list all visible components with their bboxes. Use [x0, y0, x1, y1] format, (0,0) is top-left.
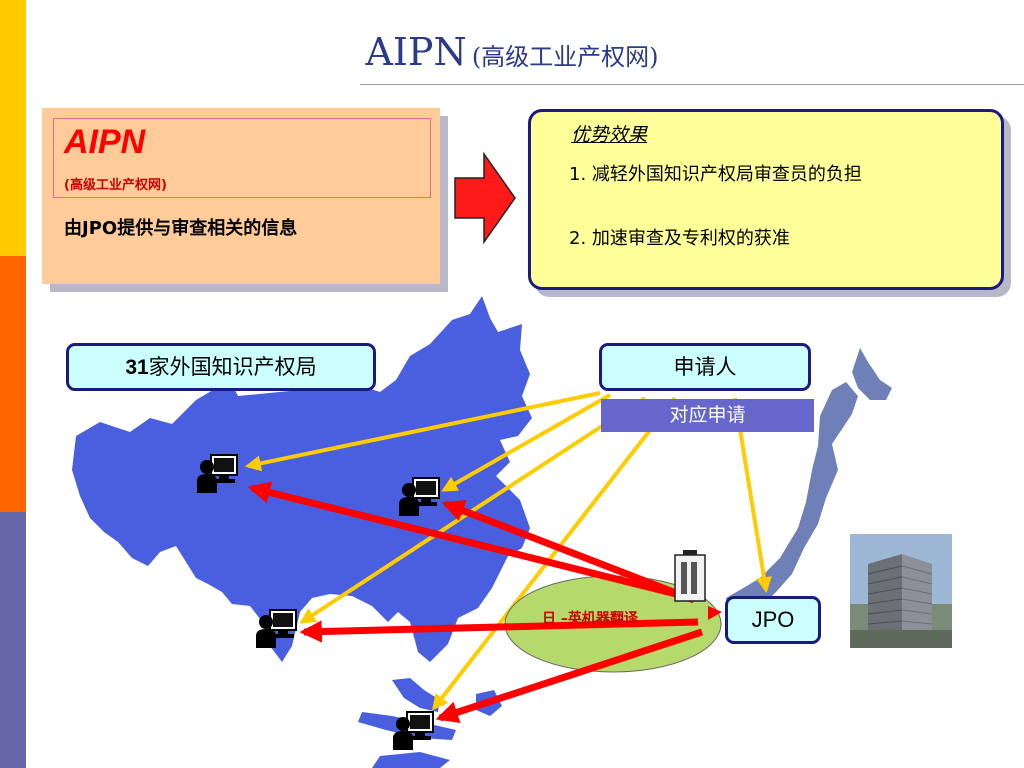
benefits-title: 优势效果 [571, 124, 648, 146]
sidebar-stripe-orange [0, 256, 26, 512]
offices-count: 31 [125, 356, 149, 379]
jpo-label: JPO [725, 596, 821, 644]
jpo-building-photo [850, 534, 952, 648]
title-sub: (高级工业产权网) [471, 43, 659, 71]
japan-map [726, 348, 892, 616]
sidebar-stripe-purple [0, 512, 26, 768]
yellow-arrow-2 [441, 393, 611, 492]
title-main: AIPN [365, 30, 467, 74]
corresponding-application-label: 对应申请 [601, 399, 814, 432]
foreign-offices-label: 31家外国知识产权局 [66, 343, 376, 391]
aipn-full-name: (高级工业产权网) [64, 178, 167, 193]
benefit-number: 2. [569, 228, 587, 249]
red-arrow-3 [299, 618, 699, 643]
red-arrow-4 [435, 628, 704, 724]
yellow-arrow-3 [299, 396, 647, 624]
benefit-item: 1. 减轻外国知识产权局审查员的负担 [569, 160, 862, 186]
title-divider [360, 84, 1024, 85]
benefit-number: 1. [569, 164, 587, 185]
indonesia-islands [358, 678, 502, 768]
asia-map [72, 296, 532, 662]
yellow-arrow-4 [432, 396, 677, 711]
machine-translation-label: 日 –英机器翻译 [542, 611, 638, 627]
arrow-right-icon [454, 151, 516, 245]
benefit-item: 2. 加速审查及专利权的获准 [569, 224, 790, 250]
server-link-arrow [708, 606, 722, 620]
slide-title: AIPN (高级工业产权网) [0, 30, 1024, 74]
aipn-name: AIPN [64, 123, 146, 161]
red-arrow-2 [441, 500, 696, 604]
offices-text: 家外国知识产权局 [148, 355, 317, 379]
benefit-text: 减轻外国知识产权局审查员的负担 [586, 164, 862, 185]
jpo-server-icon [674, 550, 706, 602]
benefits-box: 优势效果 1. 减轻外国知识产权局审查员的负担 2. 加速审查及专利权的获准 [528, 109, 1004, 290]
aipn-info-box: AIPN (高级工业产权网) 由JPO提供与审查相关的信息 [42, 108, 440, 284]
sidebar-stripe-yellow [0, 0, 26, 256]
applicant-label: 申请人 [599, 343, 811, 391]
aipn-description: 由JPO提供与审查相关的信息 [64, 218, 298, 239]
yellow-arrow-1 [244, 391, 601, 472]
aipn-name-frame: AIPN (高级工业产权网) [53, 118, 431, 198]
benefit-text: 加速审查及专利权的获准 [586, 228, 790, 249]
red-arrow-1 [247, 481, 693, 602]
